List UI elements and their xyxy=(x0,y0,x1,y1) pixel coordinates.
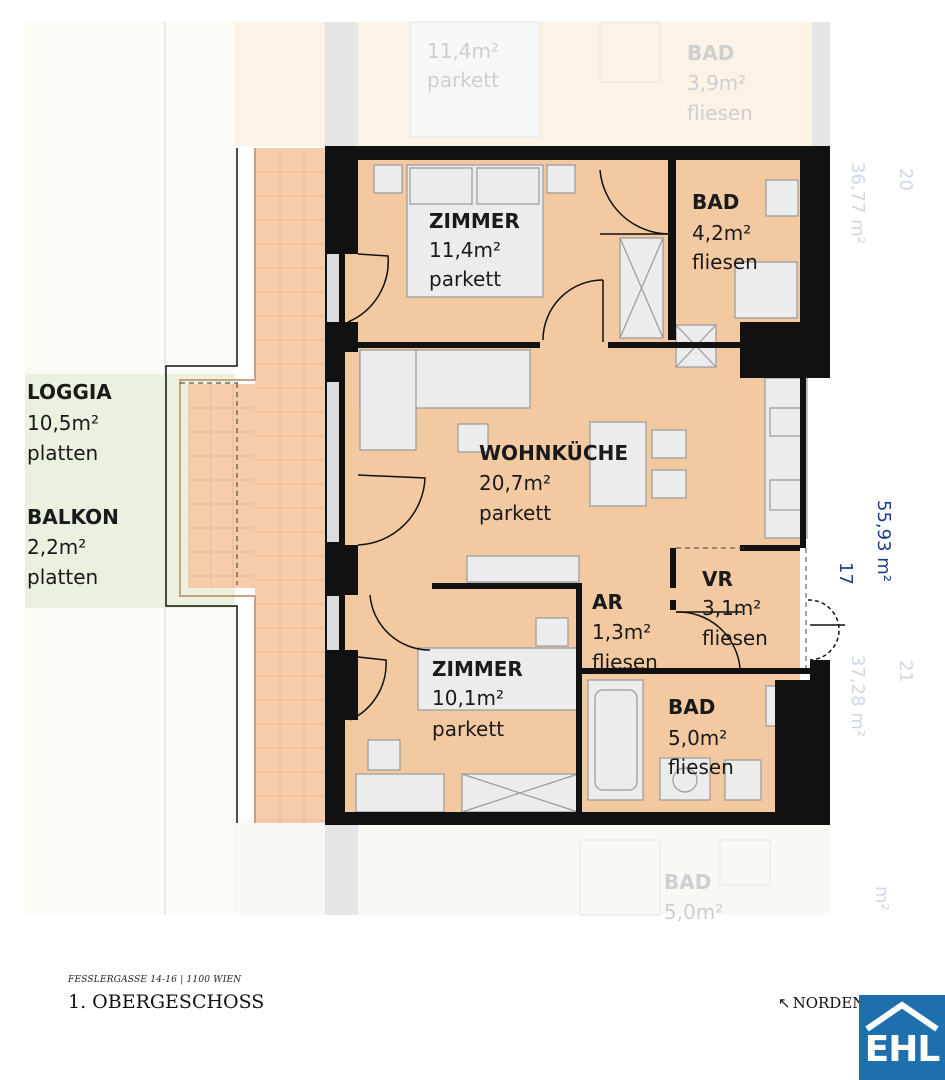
unit-lower-area: m² xyxy=(871,886,892,911)
room-zimmer-2-floor: parkett xyxy=(432,717,504,741)
room-ar-area: 1,3m² xyxy=(592,620,651,644)
room-bad-2-floor: fliesen xyxy=(668,755,734,779)
unit-21-number: 21 xyxy=(895,660,916,683)
neighbor-top-room-floor: parkett xyxy=(427,68,499,92)
windows xyxy=(327,254,339,650)
floor-plan: ZIMMER 11,4m² parkett BAD 4,2m² fliesen … xyxy=(25,21,916,924)
room-ar-floor: fliesen xyxy=(592,650,658,674)
doors xyxy=(347,169,845,721)
room-bad-2-name: BAD xyxy=(668,695,715,719)
room-zimmer-2-name: ZIMMER xyxy=(432,657,523,681)
unit-21-area: 37,28 m² xyxy=(847,655,868,737)
neighbor-bottom-bath-name: BAD xyxy=(664,870,711,894)
neighbor-labels: 11,4m² parkett BAD 3,9m² fliesen BAD 5,0… xyxy=(427,39,753,924)
room-vr-area: 3,1m² xyxy=(702,596,761,620)
vr-outline xyxy=(676,547,807,668)
unit-17-number: 17 xyxy=(835,562,856,585)
room-ar-name: AR xyxy=(592,590,623,614)
balkon-name: BALKON xyxy=(27,505,119,529)
room-vr-floor: fliesen xyxy=(702,626,768,650)
room-bad-1-floor: fliesen xyxy=(692,250,758,274)
room-wohnkueche-floor: parkett xyxy=(479,501,551,525)
unit-labels: 20 36,77 m² 17 55,93 m² 21 37,28 m² m² xyxy=(835,162,916,911)
room-labels: ZIMMER 11,4m² parkett BAD 4,2m² fliesen … xyxy=(429,190,768,779)
neighbor-top-bath-area: 3,9m² xyxy=(687,71,746,95)
loggia-paving xyxy=(165,148,328,823)
unit-17-area: 55,93 m² xyxy=(873,500,894,582)
room-zimmer-1-area: 11,4m² xyxy=(429,238,501,262)
room-bad-1-name: BAD xyxy=(692,190,739,214)
balkon-floor: platten xyxy=(27,565,98,589)
room-vr-name: VR xyxy=(702,567,733,591)
neighbor-bottom-bath-area: 5,0m² xyxy=(664,900,723,924)
north-arrow-icon: ↖ xyxy=(778,994,791,1012)
room-wohnkueche-name: WOHNKÜCHE xyxy=(479,441,628,465)
loggia-floor: platten xyxy=(27,441,98,465)
unit-20-area: 36,77 m² xyxy=(847,162,868,244)
house-roof-icon xyxy=(865,1001,939,1032)
loggia-name: LOGGIA xyxy=(27,380,112,404)
ehl-logo: EHL xyxy=(859,995,945,1080)
outdoor-labels: LOGGIA 10,5m² platten BALKON 2,2m² platt… xyxy=(27,380,119,589)
room-zimmer-2-area: 10,1m² xyxy=(432,686,504,710)
north-indicator: ↖NORDEN xyxy=(778,994,865,1012)
room-zimmer-1-floor: parkett xyxy=(429,267,501,291)
neighbor-top-bath-name: BAD xyxy=(687,41,734,65)
north-label: NORDEN xyxy=(792,994,866,1012)
room-bad-2-area: 5,0m² xyxy=(668,726,727,750)
furniture xyxy=(355,164,808,813)
address: FESSLERGASSE 14-16 | 1100 WIEN xyxy=(68,975,242,985)
neighbor-top-bath-floor: fliesen xyxy=(687,101,753,125)
loggia-area: 10,5m² xyxy=(27,411,99,435)
room-bad-1-area: 4,2m² xyxy=(692,221,751,245)
room-zimmer-1-name: ZIMMER xyxy=(429,209,520,233)
neighbor-top-room-area: 11,4m² xyxy=(427,39,499,63)
floor-name: 1. OBERGESCHOSS xyxy=(68,991,265,1013)
balkon-area: 2,2m² xyxy=(27,535,86,559)
neighbor-units xyxy=(25,21,830,916)
room-wohnkueche-area: 20,7m² xyxy=(479,471,551,495)
unit-20-number: 20 xyxy=(895,168,916,191)
logo-text: EHL xyxy=(864,1029,941,1070)
